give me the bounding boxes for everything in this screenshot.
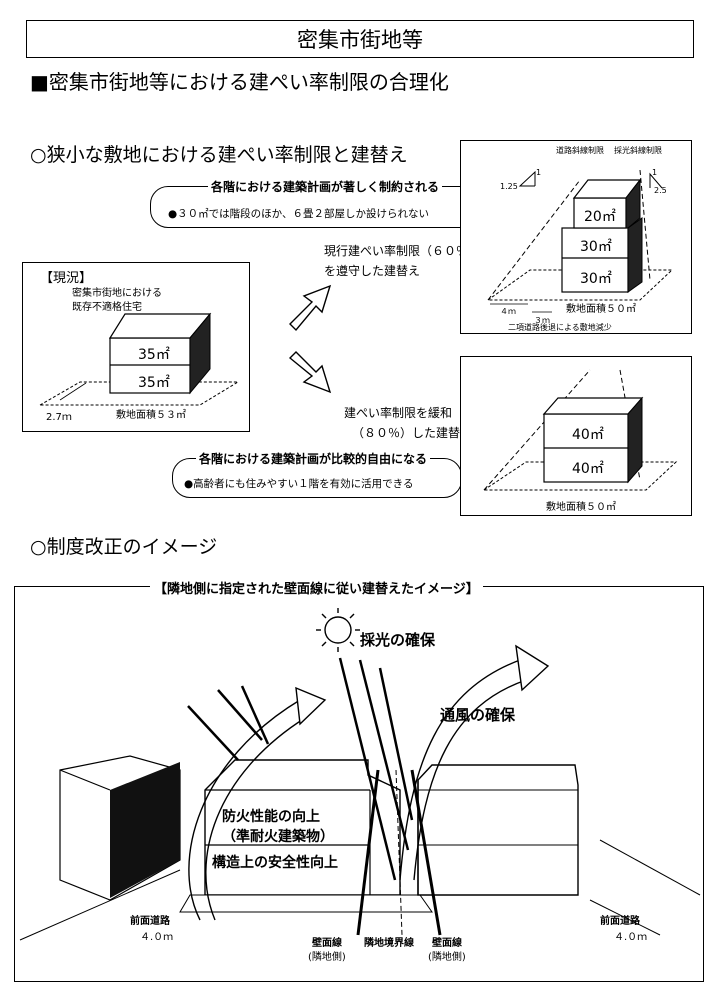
ratio-left: 1.25 — [500, 182, 518, 191]
wall-line-left-2: (隣地側) — [308, 952, 346, 963]
front-road-left-2: ４.０ｍ — [140, 932, 174, 943]
current-state-panel — [22, 262, 250, 432]
section-heading: ■密集市街地等における建ぺい率制限の合理化 — [30, 70, 449, 94]
building-text-1: 防火性能の向上 — [222, 809, 320, 825]
rebuild-60-note: 二項道路後退による敷地減少 — [508, 323, 612, 332]
bottom-caption-1: 建ぺい率制限を緩和 — [344, 406, 453, 420]
page-title: 密集市街地等 — [297, 28, 423, 52]
rebuild-60-site-area: 敷地面積５０㎡ — [566, 304, 636, 315]
rebuild-80-floor1: 40㎡ — [572, 461, 604, 477]
front-road-right-1: 前面道路 — [600, 916, 640, 927]
rebuild-80-site-area: 敷地面積５０㎡ — [546, 502, 616, 513]
light-setback-label: 採光斜線制限 — [614, 146, 662, 155]
bottom-caption-2: （８０％）した建替え — [352, 426, 473, 440]
ratio-right: 2.5 — [654, 186, 667, 195]
current-site-area: 敷地面積５３㎡ — [116, 410, 186, 421]
front-road-left-1: 前面道路 — [130, 916, 170, 927]
part1-heading: ○狭小な敷地における建ぺい率制限と建替え — [30, 144, 408, 166]
current-desc-2: 既存不適格住宅 — [72, 302, 142, 313]
road-setback-label: 道路斜線制限 — [556, 146, 604, 155]
front-road-right-2: ４.０ｍ — [614, 932, 648, 943]
bottom-callout-body: ●高齢者にも住みやすい１階を有効に活用できる — [184, 478, 414, 490]
current-floor-upper: 35㎡ — [138, 347, 170, 363]
top-caption-1: 現行建ぺい率制限（６０％） — [324, 244, 481, 258]
wall-line-right-1: 壁面線 — [432, 938, 462, 949]
wall-line-right-2: (隣地側) — [428, 952, 466, 963]
wall-line-left-1: 壁面線 — [312, 938, 342, 949]
dim-4m: ４ｍ — [500, 307, 516, 316]
building-text-2: （準耐火建築物） — [222, 829, 334, 845]
bottom-callout-title: 各階における建築計画が比較的自由になる — [196, 450, 431, 467]
current-frontage: 2.7ｍ — [46, 412, 72, 423]
boundary-line-label: 隣地境界線 — [364, 938, 414, 949]
current-desc-1: 密集市街地における — [72, 288, 162, 299]
ratio-one-right: 1 — [652, 168, 658, 177]
top-caption-2: を遵守した建替え — [324, 264, 421, 278]
rebuild-60-floor1: 30㎡ — [580, 271, 612, 287]
wind-caption: 通風の確保 — [440, 706, 516, 724]
building-text-3: 構造上の安全性向上 — [212, 855, 338, 871]
reform-panel-title: 【隣地側に指定された壁面線に従い建替えたイメージ】 — [150, 578, 483, 597]
page-title-box: 密集市街地等 — [26, 20, 694, 58]
part2-heading: ○制度改正のイメージ — [30, 536, 218, 558]
sun-icon — [316, 608, 360, 652]
rebuild-80-floor2: 40㎡ — [572, 427, 604, 443]
current-label: 【現況】 — [40, 271, 93, 286]
ratio-one-left: 1 — [536, 168, 542, 177]
rebuild-60-floor3: 20㎡ — [584, 209, 616, 225]
sun-caption: 採光の確保 — [360, 631, 436, 649]
dim-3m: ３ｍ — [534, 316, 550, 325]
top-callout-body: ●３０㎡では階段のほか、６畳２部屋しか設けられない — [168, 208, 429, 220]
current-floor-lower: 35㎡ — [138, 375, 170, 391]
top-callout-title: 各階における建築計画が著しく制約される — [208, 178, 443, 195]
rebuild-60-floor2: 30㎡ — [580, 239, 612, 255]
